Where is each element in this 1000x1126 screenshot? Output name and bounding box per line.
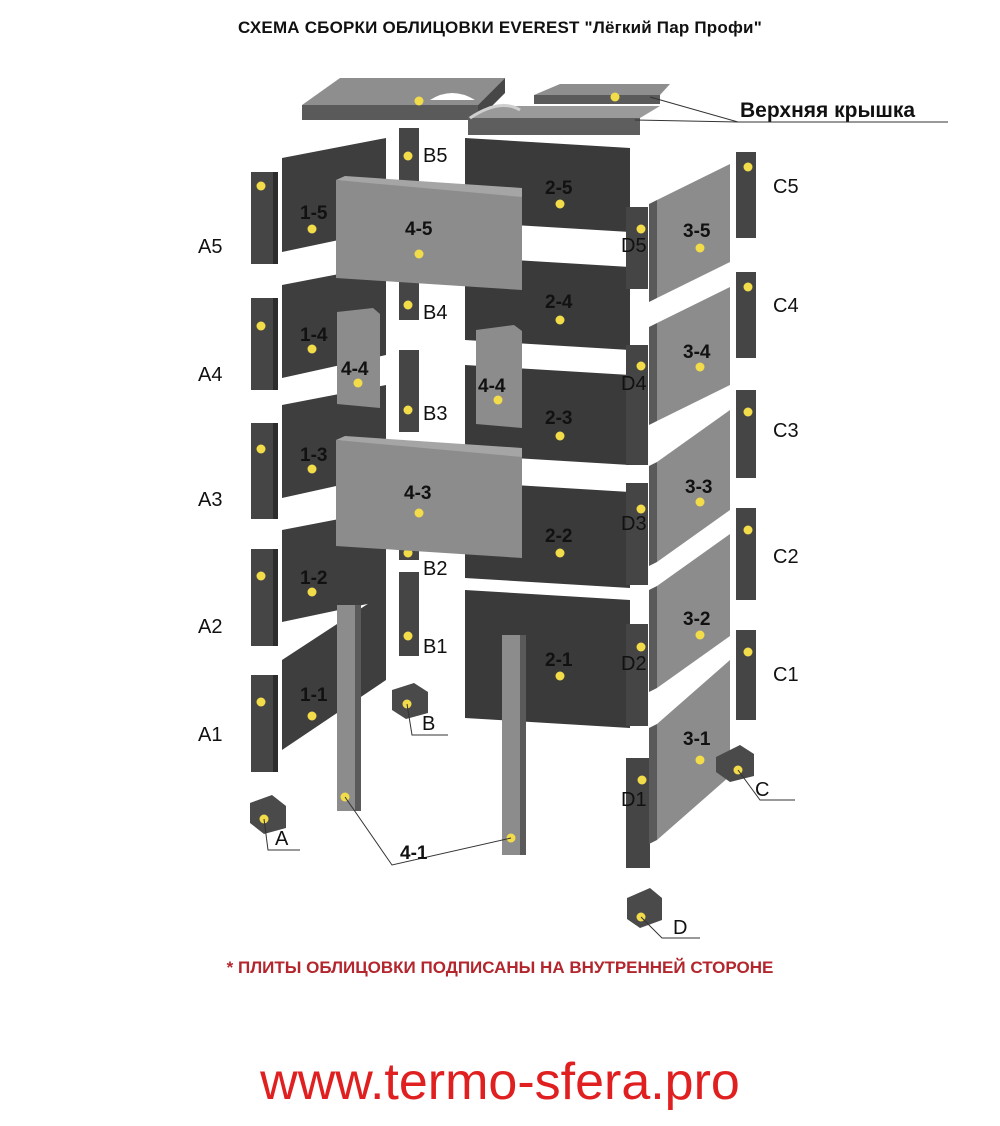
top-cover-right xyxy=(468,84,670,135)
label-b3: B3 xyxy=(423,403,447,425)
label-d: D xyxy=(673,917,687,939)
label-a3: A3 xyxy=(198,489,222,511)
label-1-5: 1-5 xyxy=(300,203,328,224)
wall-4 xyxy=(336,176,526,855)
label-c: C xyxy=(755,779,769,801)
label-a1: A1 xyxy=(198,724,222,746)
label-3-4: 3-4 xyxy=(683,342,711,363)
label-3-5: 3-5 xyxy=(683,221,711,242)
label-2-5: 2-5 xyxy=(545,178,573,199)
label-b4: B4 xyxy=(423,302,447,324)
wall-3 xyxy=(649,164,730,844)
label-c1: C1 xyxy=(773,664,799,686)
label-d1: D1 xyxy=(621,789,647,811)
label-4-4-left: 4-4 xyxy=(341,359,369,380)
label-1-3: 1-3 xyxy=(300,445,327,466)
column-d xyxy=(626,207,662,928)
column-c xyxy=(716,152,756,782)
top-cover-left xyxy=(302,78,505,120)
label-b5: B5 xyxy=(423,145,447,167)
website-url: www.termo-sfera.pro xyxy=(260,1053,740,1111)
label-a5: A5 xyxy=(198,236,222,258)
label-d5: D5 xyxy=(621,235,647,257)
label-c3: C3 xyxy=(773,420,799,442)
label-a: A xyxy=(275,828,289,850)
label-2-2: 2-2 xyxy=(545,526,572,547)
label-c4: C4 xyxy=(773,295,799,317)
label-2-3: 2-3 xyxy=(545,408,572,429)
label-c2: C2 xyxy=(773,546,799,568)
leader-4-1 xyxy=(344,796,512,866)
column-a xyxy=(250,172,286,834)
label-2-4: 2-4 xyxy=(545,292,573,313)
label-b: B xyxy=(422,713,435,735)
label-d4: D4 xyxy=(621,373,647,395)
label-4-1: 4-1 xyxy=(400,843,428,864)
label-a4: A4 xyxy=(198,364,222,386)
label-1-4: 1-4 xyxy=(300,325,328,346)
footnote: * ПЛИТЫ ОБЛИЦОВКИ ПОДПИСАНЫ НА ВНУТРЕННЕ… xyxy=(226,958,774,977)
label-c5: C5 xyxy=(773,176,799,198)
label-d2: D2 xyxy=(621,653,647,675)
label-d3: D3 xyxy=(621,513,647,535)
label-3-1: 3-1 xyxy=(683,729,711,750)
label-1-2: 1-2 xyxy=(300,568,327,589)
label-3-3: 3-3 xyxy=(685,477,712,498)
label-4-3: 4-3 xyxy=(404,483,431,504)
diagram-title: СХЕМА СБОРКИ ОБЛИЦОВКИ EVEREST "Лёгкий П… xyxy=(238,18,762,37)
label-b2: B2 xyxy=(423,558,447,580)
top-cover-label: Верхняя крышка xyxy=(740,99,915,122)
label-2-1: 2-1 xyxy=(545,650,573,671)
label-4-4-right: 4-4 xyxy=(478,376,506,397)
label-4-5: 4-5 xyxy=(405,219,433,240)
label-b1: B1 xyxy=(423,636,447,658)
label-a2: A2 xyxy=(198,616,222,638)
label-1-1: 1-1 xyxy=(300,685,328,706)
label-3-2: 3-2 xyxy=(683,609,710,630)
